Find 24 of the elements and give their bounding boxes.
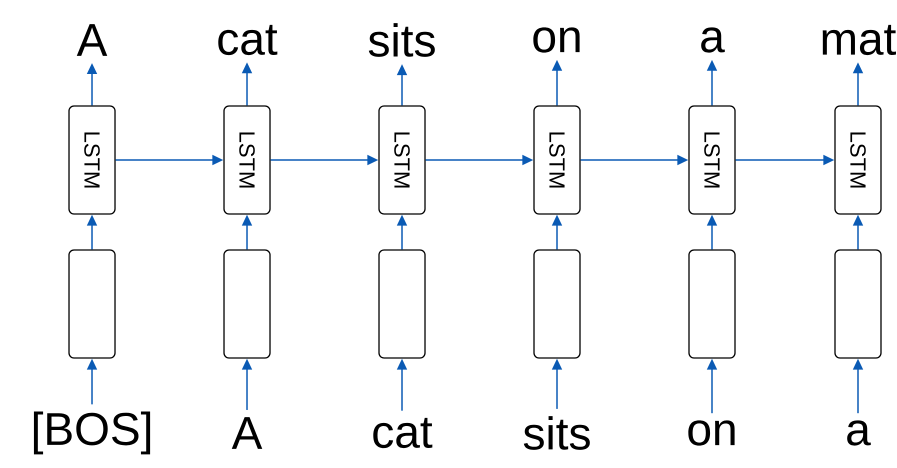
lstm-box: LSTM [834, 105, 882, 215]
lstm-box: LSTM [68, 105, 116, 215]
word-label: on [688, 420, 735, 446]
lstm-box: LSTM [378, 105, 426, 215]
empty-box [223, 249, 271, 359]
empty-box [68, 249, 116, 359]
lstm-box: LSTM [223, 105, 271, 215]
word-label: sits [368, 23, 435, 57]
empty-box [688, 249, 736, 359]
word-label: [BOS] [34, 412, 150, 454]
lstm-box: LSTM [688, 105, 736, 215]
word-label: A [232, 417, 262, 449]
word-label: mat [822, 24, 896, 56]
word-label: cat [373, 418, 432, 448]
empty-box [533, 249, 581, 359]
empty-box [834, 249, 882, 359]
empty-box [378, 249, 426, 359]
word-label: A [76, 24, 108, 56]
word-label: a [701, 27, 725, 53]
word-label: cat [218, 24, 278, 56]
word-label: a [847, 420, 871, 446]
word-label: on [533, 27, 580, 53]
word-label: sits [524, 416, 590, 450]
lstm-box: LSTM [533, 105, 581, 215]
